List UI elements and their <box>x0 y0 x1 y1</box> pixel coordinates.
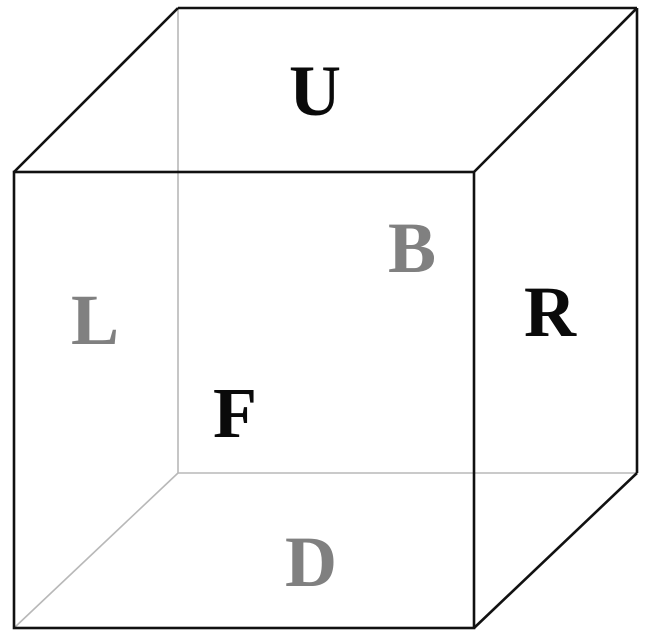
face-label-up: U <box>289 51 341 131</box>
edge-top-left-depth <box>13 7 179 173</box>
front-face-outline <box>12 170 476 630</box>
visible-edges <box>12 6 639 630</box>
edge-top-right-depth <box>473 7 638 173</box>
face-label-right: R <box>524 272 577 352</box>
face-label-front: F <box>213 373 257 453</box>
face-label-down: D <box>285 522 337 602</box>
face-label-left: L <box>71 280 119 360</box>
edge-bottom-right-depth <box>473 472 638 629</box>
hidden-edges <box>13 8 637 629</box>
face-label-back: B <box>388 208 436 288</box>
hidden-edge-bottom-left-depth <box>13 472 179 629</box>
face-labels: U B R L F D <box>71 51 577 602</box>
